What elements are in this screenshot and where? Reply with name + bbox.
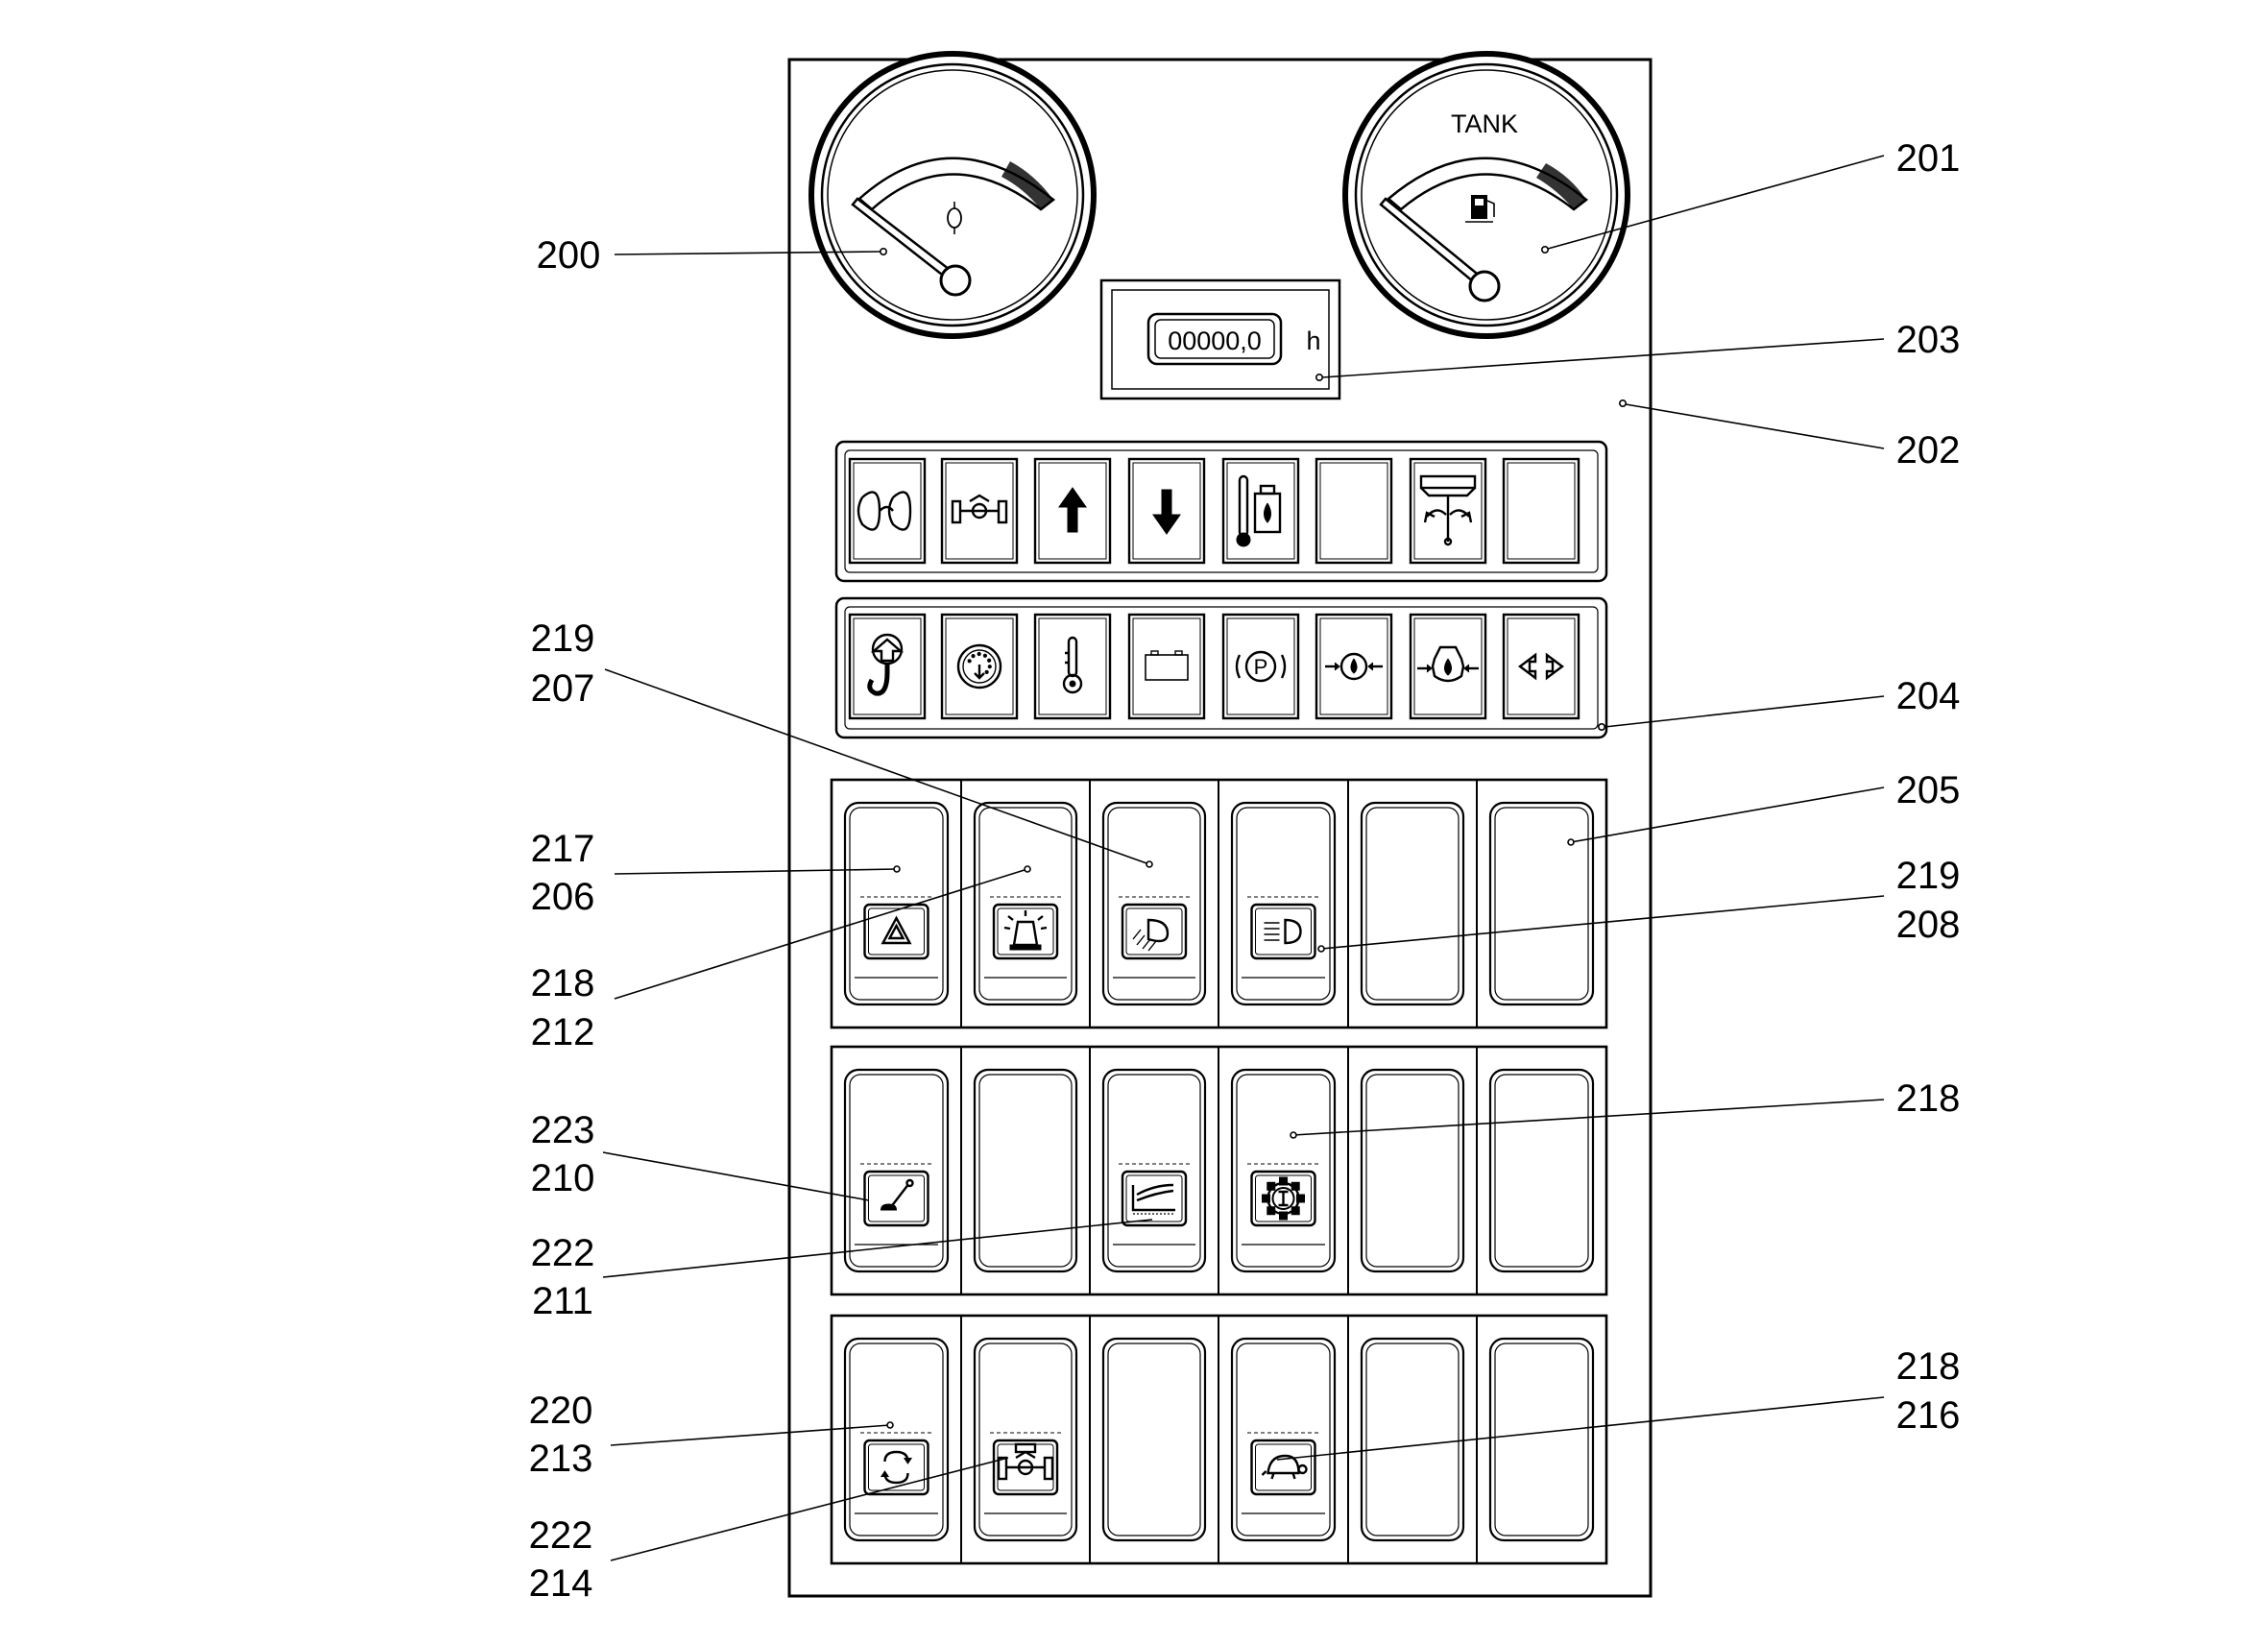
indicator-oil-pressure-icon — [1315, 613, 1393, 720]
indicator-arrow-up-icon — [1033, 457, 1112, 565]
ref-218-j: 218 — [1896, 1345, 1961, 1388]
ref-217: 217 — [531, 828, 595, 870]
ref-213: 213 — [529, 1438, 593, 1480]
beacon-light-icon — [992, 903, 1059, 960]
left-gauge — [808, 51, 1097, 339]
hazard-warning-icon — [863, 903, 929, 960]
indicator-preheat-coil-icon — [848, 457, 927, 565]
axle-lock-icon — [992, 1439, 1059, 1496]
headlight-icon — [1250, 903, 1316, 960]
switch-grid — [830, 778, 1608, 1565]
ref-207: 207 — [531, 667, 595, 710]
rocker-switch-work-light[interactable] — [1101, 801, 1207, 1006]
indicator-blank-cell — [1315, 457, 1393, 565]
indicator-brush-arm-icon — [1409, 457, 1487, 565]
fuel-pump-icon — [1465, 195, 1495, 223]
indicator-turn-signal-icon — [1502, 613, 1580, 720]
rocker-switch-lever[interactable] — [843, 1068, 950, 1273]
indicator-parking-brake-icon: P — [1221, 613, 1300, 720]
rocker-switch-water-spray[interactable] — [1101, 1068, 1207, 1273]
rocker-switch-blank[interactable] — [1488, 1068, 1595, 1273]
lever-icon — [863, 1170, 929, 1227]
ref-218-e: 218 — [1896, 1077, 1961, 1120]
rocker-switch-blank[interactable] — [973, 1068, 1078, 1273]
switch-row-1 — [830, 778, 1608, 1029]
ref-222-i: 222 — [529, 1514, 593, 1557]
rocker-switch-blank[interactable] — [1360, 1337, 1465, 1542]
rocker-switch-blank[interactable] — [1488, 801, 1595, 1006]
ref-219-a: 219 — [531, 617, 595, 660]
switch-row-3 — [830, 1314, 1608, 1565]
rocker-switch-blank[interactable] — [1360, 1068, 1465, 1273]
callout-points — [886, 838, 1575, 1429]
hour-meter-unit: h — [1306, 327, 1320, 355]
rotation-icon — [863, 1439, 929, 1496]
ref-216: 216 — [1896, 1394, 1961, 1437]
rocker-switch-blank[interactable] — [1360, 801, 1465, 1006]
rocker-switch-blank[interactable] — [1488, 1337, 1595, 1542]
indicator-temperature-bulb-icon — [1033, 613, 1112, 720]
ref-210: 210 — [531, 1157, 595, 1199]
ref-203: 203 — [1896, 319, 1961, 361]
indicator-arrow-down-icon — [1127, 457, 1206, 565]
rocker-switch-blank[interactable] — [1101, 1337, 1207, 1542]
rocker-switch-headlight[interactable] — [1230, 801, 1337, 1006]
ref-212: 212 — [531, 1011, 595, 1053]
ref-200: 200 — [537, 234, 601, 277]
ref-204: 204 — [1896, 675, 1961, 717]
rocker-switch-slow-speed-turtle[interactable] — [1230, 1337, 1337, 1542]
indicator-engine-oil-icon — [1409, 613, 1487, 720]
rocker-switch-axle-lock[interactable] — [973, 1337, 1078, 1542]
work-light-icon — [1121, 903, 1188, 960]
switch-row-2 — [830, 1045, 1608, 1296]
ref-211: 211 — [532, 1280, 593, 1322]
ref-223: 223 — [531, 1109, 595, 1151]
leader-lines — [602, 155, 1885, 1561]
tank-label: TANK — [1451, 109, 1518, 138]
indicator-hook-icon — [848, 613, 927, 720]
indicator-cells: P — [848, 457, 1580, 720]
ref-214: 214 — [529, 1562, 593, 1605]
ref-206: 206 — [531, 876, 595, 918]
hour-meter: 00000,0 h — [1099, 278, 1341, 400]
ref-222-g: 222 — [531, 1232, 595, 1274]
ref-205: 205 — [1896, 769, 1961, 811]
ref-201: 201 — [1896, 137, 1961, 180]
ref-218-c: 218 — [531, 962, 595, 1004]
indicator-thermometer-tank-icon — [1221, 457, 1300, 565]
reference-labels: 200 201 203 202 204 219 207 205 217 206 … — [529, 137, 1961, 1605]
ref-208: 208 — [1896, 904, 1961, 946]
ref-202: 202 — [1896, 429, 1961, 472]
indicator-dial-icon — [940, 613, 1019, 720]
rocker-switch-beacon-light[interactable] — [973, 801, 1078, 1006]
ref-220: 220 — [529, 1390, 593, 1432]
right-gauge-tank: TANK — [1342, 51, 1630, 339]
indicator-battery-icon — [1127, 613, 1206, 720]
rocker-switch-gearbox[interactable] — [1230, 1068, 1337, 1273]
hour-meter-value: 00000,0 — [1168, 327, 1262, 355]
ref-219-d: 219 — [1896, 855, 1961, 897]
gauge-symbol-icon — [947, 202, 962, 234]
rocker-switch-hazard-warning[interactable] — [843, 801, 950, 1006]
indicator-blank-cell — [1502, 457, 1580, 565]
slow-speed-turtle-icon — [1250, 1439, 1316, 1496]
water-spray-icon — [1121, 1170, 1188, 1227]
svg-text:P: P — [1254, 655, 1268, 679]
indicator-axle-icon — [940, 457, 1019, 565]
rocker-switch-rotation[interactable] — [843, 1337, 950, 1542]
gearbox-icon — [1250, 1170, 1316, 1227]
